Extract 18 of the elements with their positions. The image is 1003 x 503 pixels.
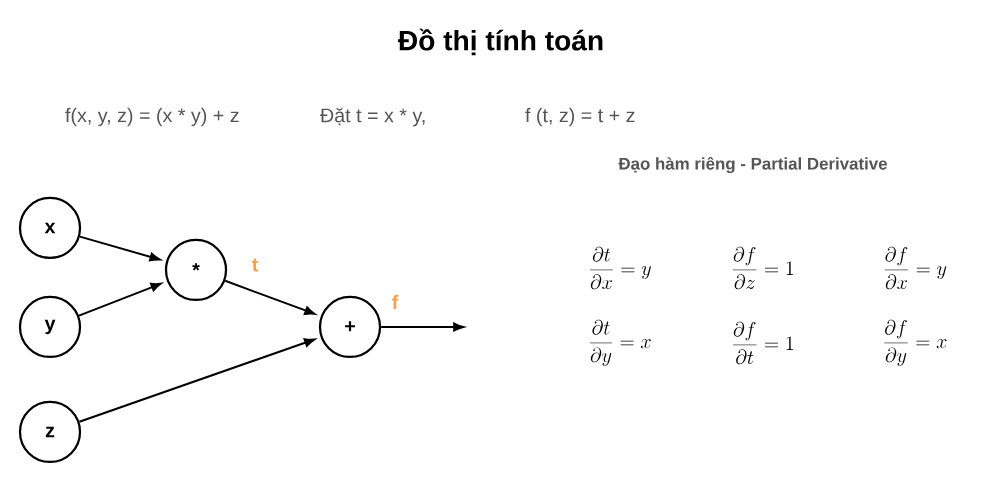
arrow: [380, 322, 465, 332]
arrow: [78, 338, 316, 423]
derivative-formula: $\frac{\partial f}{\partial z} = 1$: [732, 246, 794, 290]
arrow: [78, 235, 161, 262]
derivative-formula: $\frac{\partial t}{\partial x} = y$: [590, 246, 651, 290]
equation-text: Đặt t = x * y,: [320, 107, 425, 127]
derivative-formula: $\frac{\partial t}{\partial y} = x$: [590, 319, 651, 366]
edge-label: t: [252, 258, 259, 272]
equation-text: f(x, y, z) = (x * y) + z: [65, 107, 239, 127]
subtitle: Đạo hàm riêng - Partial Derivative: [618, 156, 887, 174]
derivative-formula: $\frac{\partial f}{\partial t} = 1$: [732, 321, 794, 365]
derivative-formula: $\frac{\partial f}{\partial y} = x$: [884, 319, 947, 366]
equation-text: f (t, z) = t + z: [525, 107, 635, 127]
title: Đồ thị tính toán: [398, 28, 603, 56]
arrow: [224, 279, 316, 315]
derivative-formula: $\frac{\partial f}{\partial x} = y$: [884, 246, 947, 290]
arrow: [78, 282, 162, 317]
edge-label: f: [392, 294, 399, 310]
